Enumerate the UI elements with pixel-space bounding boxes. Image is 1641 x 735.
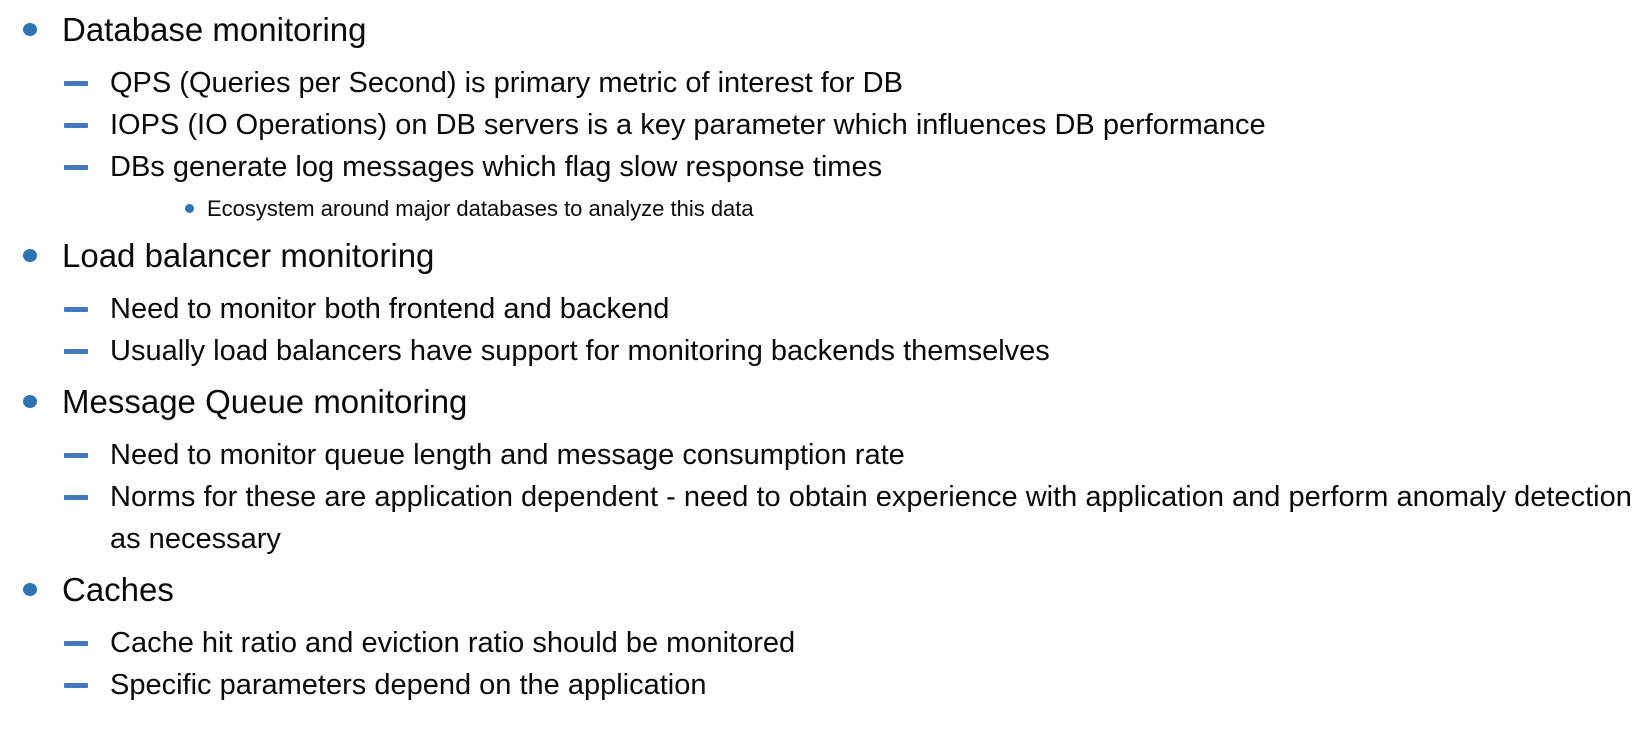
section-message-queue-monitoring: Message Queue monitoring Need to monitor… bbox=[0, 380, 1641, 560]
dash-marker-box bbox=[64, 434, 110, 458]
dash-item: Usually load balancers have support for … bbox=[64, 330, 1641, 372]
sub-bullet-icon bbox=[185, 204, 194, 213]
dash-icon bbox=[64, 165, 88, 170]
bullet-marker-box bbox=[0, 380, 62, 408]
dash-marker-box bbox=[64, 104, 110, 128]
sub-item-list: Need to monitor both frontend and backen… bbox=[64, 288, 1641, 372]
dash-item-text: Norms for these are application dependen… bbox=[110, 481, 1632, 555]
section-title: Database monitoring bbox=[62, 11, 367, 48]
sub-bullet-marker-box bbox=[183, 192, 207, 213]
dash-item-text: Cache hit ratio and eviction ratio shoul… bbox=[110, 627, 796, 659]
sub-bullet-item: Ecosystem around major databases to anal… bbox=[183, 192, 1641, 226]
dash-item: DBs generate log messages which flag slo… bbox=[64, 146, 1641, 188]
bullet-icon bbox=[23, 249, 37, 262]
dash-marker-box bbox=[64, 622, 110, 646]
bullet-item: Load balancer monitoring bbox=[0, 234, 1641, 278]
sub-bullet-item-text: Ecosystem around major databases to anal… bbox=[207, 196, 754, 221]
bullet-icon bbox=[23, 395, 37, 408]
bullet-marker-box bbox=[0, 8, 62, 36]
dash-icon bbox=[64, 81, 88, 86]
dash-marker-box bbox=[64, 146, 110, 170]
section-database-monitoring: Database monitoring QPS (Queries per Sec… bbox=[0, 8, 1641, 226]
dash-item-text: Specific parameters depend on the applic… bbox=[110, 669, 707, 701]
dash-item-text: Need to monitor both frontend and backen… bbox=[110, 293, 670, 325]
dash-icon bbox=[64, 453, 88, 458]
dash-icon bbox=[64, 307, 88, 312]
section-title: Message Queue monitoring bbox=[62, 383, 468, 420]
dash-item-text: Need to monitor queue length and message… bbox=[110, 439, 905, 471]
sub-item-list: Cache hit ratio and eviction ratio shoul… bbox=[64, 622, 1641, 706]
dash-item-text: Usually load balancers have support for … bbox=[110, 335, 1050, 367]
dash-item: Need to monitor queue length and message… bbox=[64, 434, 1641, 476]
dash-icon bbox=[64, 349, 88, 354]
dash-item: Norms for these are application dependen… bbox=[64, 476, 1641, 560]
bullet-marker-box bbox=[0, 568, 62, 596]
section-title: Load balancer monitoring bbox=[62, 237, 435, 274]
dash-item: Cache hit ratio and eviction ratio shoul… bbox=[64, 622, 1641, 664]
sub-item-list: Need to monitor queue length and message… bbox=[64, 434, 1641, 560]
dash-item: Need to monitor both frontend and backen… bbox=[64, 288, 1641, 330]
dash-marker-box bbox=[64, 664, 110, 688]
dash-marker-box bbox=[64, 288, 110, 312]
dash-item-text: IOPS (IO Operations) on DB servers is a … bbox=[110, 109, 1266, 141]
bullet-item: Message Queue monitoring bbox=[0, 380, 1641, 424]
dash-item: Specific parameters depend on the applic… bbox=[64, 664, 1641, 706]
dash-icon bbox=[64, 495, 88, 500]
dash-marker-box bbox=[64, 62, 110, 86]
sub-item-list: QPS (Queries per Second) is primary metr… bbox=[64, 62, 1641, 226]
bullet-icon bbox=[23, 583, 37, 596]
bullet-icon bbox=[23, 23, 37, 36]
dash-item: IOPS (IO Operations) on DB servers is a … bbox=[64, 104, 1641, 146]
dash-icon bbox=[64, 683, 88, 688]
section-caches: Caches Cache hit ratio and eviction rati… bbox=[0, 568, 1641, 706]
dash-item-text: QPS (Queries per Second) is primary metr… bbox=[110, 67, 903, 99]
dash-item-text: DBs generate log messages which flag slo… bbox=[110, 151, 883, 183]
dash-marker-box bbox=[64, 330, 110, 354]
dash-marker-box bbox=[64, 476, 110, 500]
bullet-item: Database monitoring bbox=[0, 8, 1641, 52]
section-load-balancer-monitoring: Load balancer monitoring Need to monitor… bbox=[0, 234, 1641, 372]
section-title: Caches bbox=[62, 571, 174, 608]
bullet-marker-box bbox=[0, 234, 62, 262]
dash-item: QPS (Queries per Second) is primary metr… bbox=[64, 62, 1641, 104]
bullet-item: Caches bbox=[0, 568, 1641, 612]
dash-icon bbox=[64, 123, 88, 128]
dash-icon bbox=[64, 641, 88, 646]
